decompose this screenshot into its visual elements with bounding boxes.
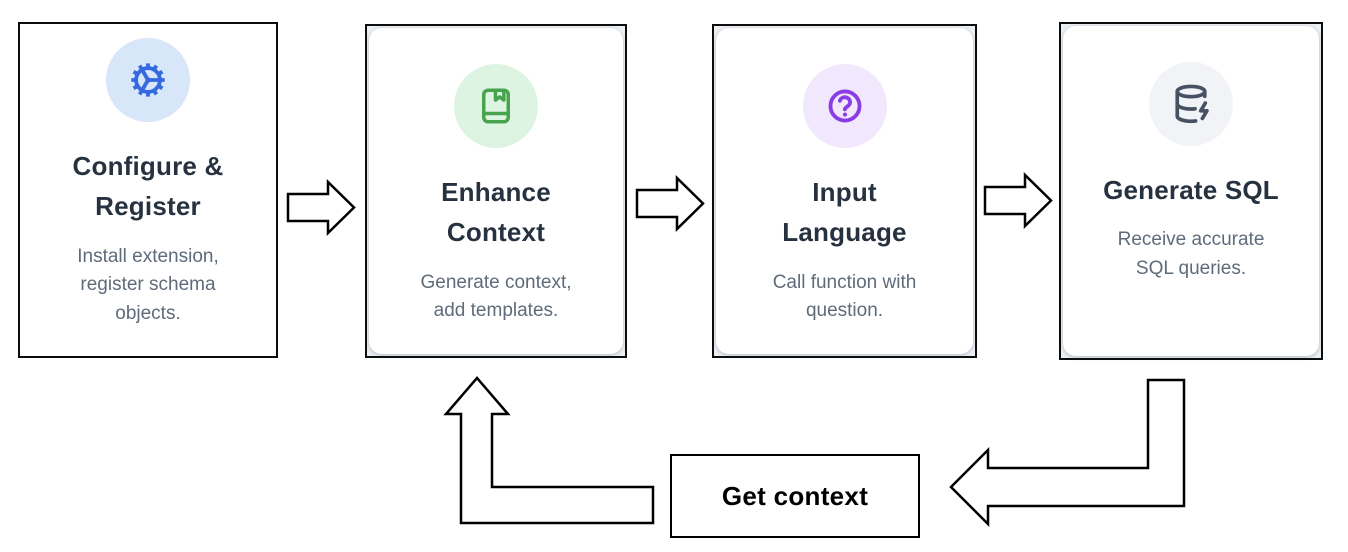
step-title-line: Enhance	[441, 177, 551, 207]
step-card-body: Configure & Register Install extension, …	[20, 24, 276, 356]
step-card-enhance-context: Enhance Context Generate context, add te…	[365, 24, 627, 358]
step-description: Receive accurate SQL queries.	[1117, 229, 1265, 279]
step-title-line: Register	[95, 191, 201, 222]
icon-circle	[802, 64, 887, 148]
arrow-configure-to-enhance	[286, 179, 356, 236]
step-title-line: Configure &	[72, 151, 224, 181]
step-title: Enhance Context	[369, 172, 623, 253]
step-card-body: Input Language Call function with questi…	[716, 28, 973, 354]
gear-icon	[131, 63, 165, 97]
step-title: Input Language	[716, 172, 973, 253]
icon-circle	[1149, 62, 1233, 146]
step-description: Call function with question.	[772, 271, 917, 322]
step-card-generate-sql: Generate SQL Receive accurate SQL querie…	[1059, 22, 1323, 360]
step-title: Configure & Register	[20, 146, 276, 227]
book-marked-icon	[482, 88, 510, 124]
arrow-generate-to-get-context	[949, 378, 1186, 528]
step-title-line: Generate SQL	[1103, 175, 1279, 205]
step-description: Install extension, register schema objec…	[77, 245, 219, 324]
help-circle-icon	[828, 89, 861, 123]
step-title-line: Input	[812, 177, 877, 207]
icon-circle	[454, 64, 538, 148]
step-card-body: Enhance Context Generate context, add te…	[369, 28, 623, 354]
arrow-enhance-to-input	[635, 175, 705, 232]
get-context-box: Get context	[670, 454, 920, 538]
arrow-input-to-generate	[983, 172, 1053, 229]
database-zap-icon	[1175, 84, 1209, 124]
get-context-label: Get context	[721, 480, 869, 511]
step-title-line: Language	[782, 217, 907, 248]
step-description: Generate context, add templates.	[420, 271, 572, 322]
step-title-line: Context	[446, 217, 546, 248]
arrow-get-context-to-enhance	[443, 376, 655, 525]
step-card-configure-register: Configure & Register Install extension, …	[18, 22, 278, 358]
icon-circle	[106, 38, 190, 122]
step-card-input-language: Input Language Call function with questi…	[712, 24, 977, 358]
step-card-body: Generate SQL Receive accurate SQL querie…	[1063, 26, 1319, 356]
step-title: Generate SQL	[1063, 170, 1319, 210]
